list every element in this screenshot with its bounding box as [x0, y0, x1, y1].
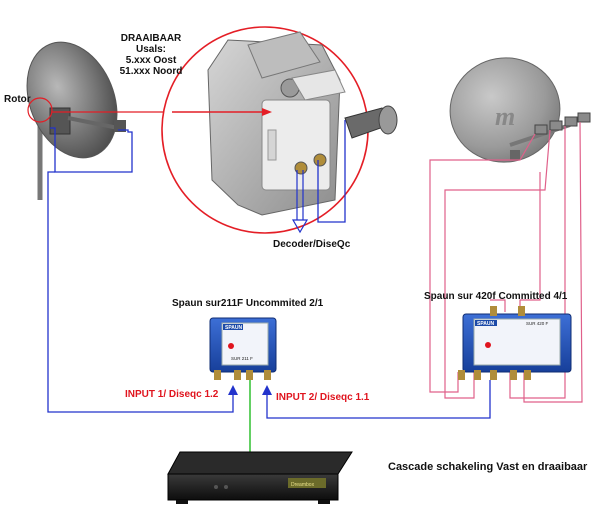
input2-label: INPUT 2/ Diseqc 1.1 [276, 392, 370, 403]
note-line4: 51.xxx Noord [119, 66, 183, 77]
cable-input2 [266, 380, 491, 419]
note-line1: DRAAIBAAR [120, 33, 182, 44]
receiver-display: Dreambox [291, 482, 315, 488]
switch-right-model: SUR 420 F [526, 321, 549, 326]
switch-right-brand: SPAUN [477, 321, 495, 327]
rotor-highlight [27, 97, 53, 123]
rotor-motor [207, 31, 398, 216]
rotor-dish-note: DRAAIBAAR Usals: 5.xxx Oost 51.xxx Noord [114, 33, 188, 77]
svg-text:m: m [495, 102, 515, 131]
pink-cables [429, 121, 583, 403]
rotor-label: Rotor [4, 94, 31, 105]
switch-sur420 [458, 306, 572, 380]
switch-left-caption: Spaun sur211F Uncommited 2/1 [172, 298, 324, 309]
note-line3: 5.xxx Oost [125, 55, 177, 66]
diagram-title: Cascade schakeling Vast en draaibaar [388, 461, 588, 473]
switch-sur211 [209, 317, 277, 380]
cable-rotor-down [47, 171, 234, 413]
zoom-cable [317, 120, 346, 223]
note-line2: Usals: [135, 44, 166, 55]
switch-right-caption: Spaun sur 420f Committed 4/1 [424, 291, 568, 302]
decoder-label: Decoder/DiseQc [273, 239, 351, 250]
switch-left-brand: SPAUN [225, 325, 243, 331]
input1-label: INPUT 1/ Diseqc 1.2 [125, 389, 219, 400]
receiver [167, 451, 353, 504]
switch-left-model: SUR 211 F [231, 356, 253, 361]
fixed-dish: m [449, 57, 591, 163]
cable-input1 [50, 127, 133, 173]
decoder-arrow [291, 170, 309, 234]
